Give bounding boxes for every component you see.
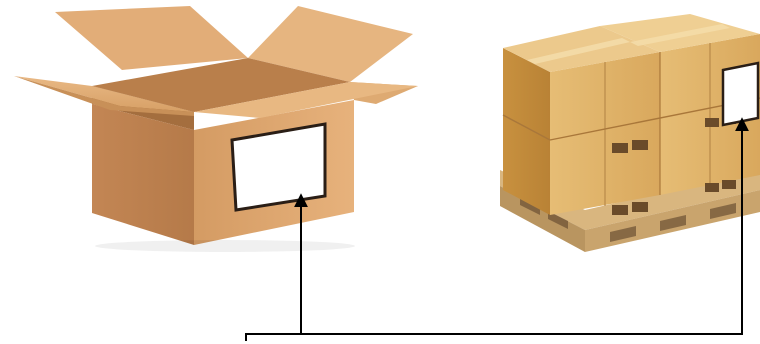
box-flap-back-left	[55, 6, 248, 70]
box-shipping-label	[230, 122, 327, 212]
fragile-symbol-icon	[612, 143, 628, 153]
open-carton-box	[14, 6, 418, 252]
box-interior	[92, 58, 350, 112]
pallet-shipping-label	[721, 61, 760, 127]
box-left-side	[92, 104, 194, 245]
box-flap-front	[194, 82, 418, 118]
pallet-of-boxes	[500, 14, 760, 252]
this-way-up-icon	[632, 140, 648, 150]
box-lower-left-side	[503, 115, 550, 215]
arrow-to-pallet-label	[301, 117, 749, 335]
box-flap-back-right	[248, 6, 413, 82]
label-connector	[245, 117, 749, 341]
box-upper-left-side	[503, 48, 550, 140]
arrow-to-box-label	[245, 193, 308, 341]
box-flap-left	[14, 76, 194, 112]
